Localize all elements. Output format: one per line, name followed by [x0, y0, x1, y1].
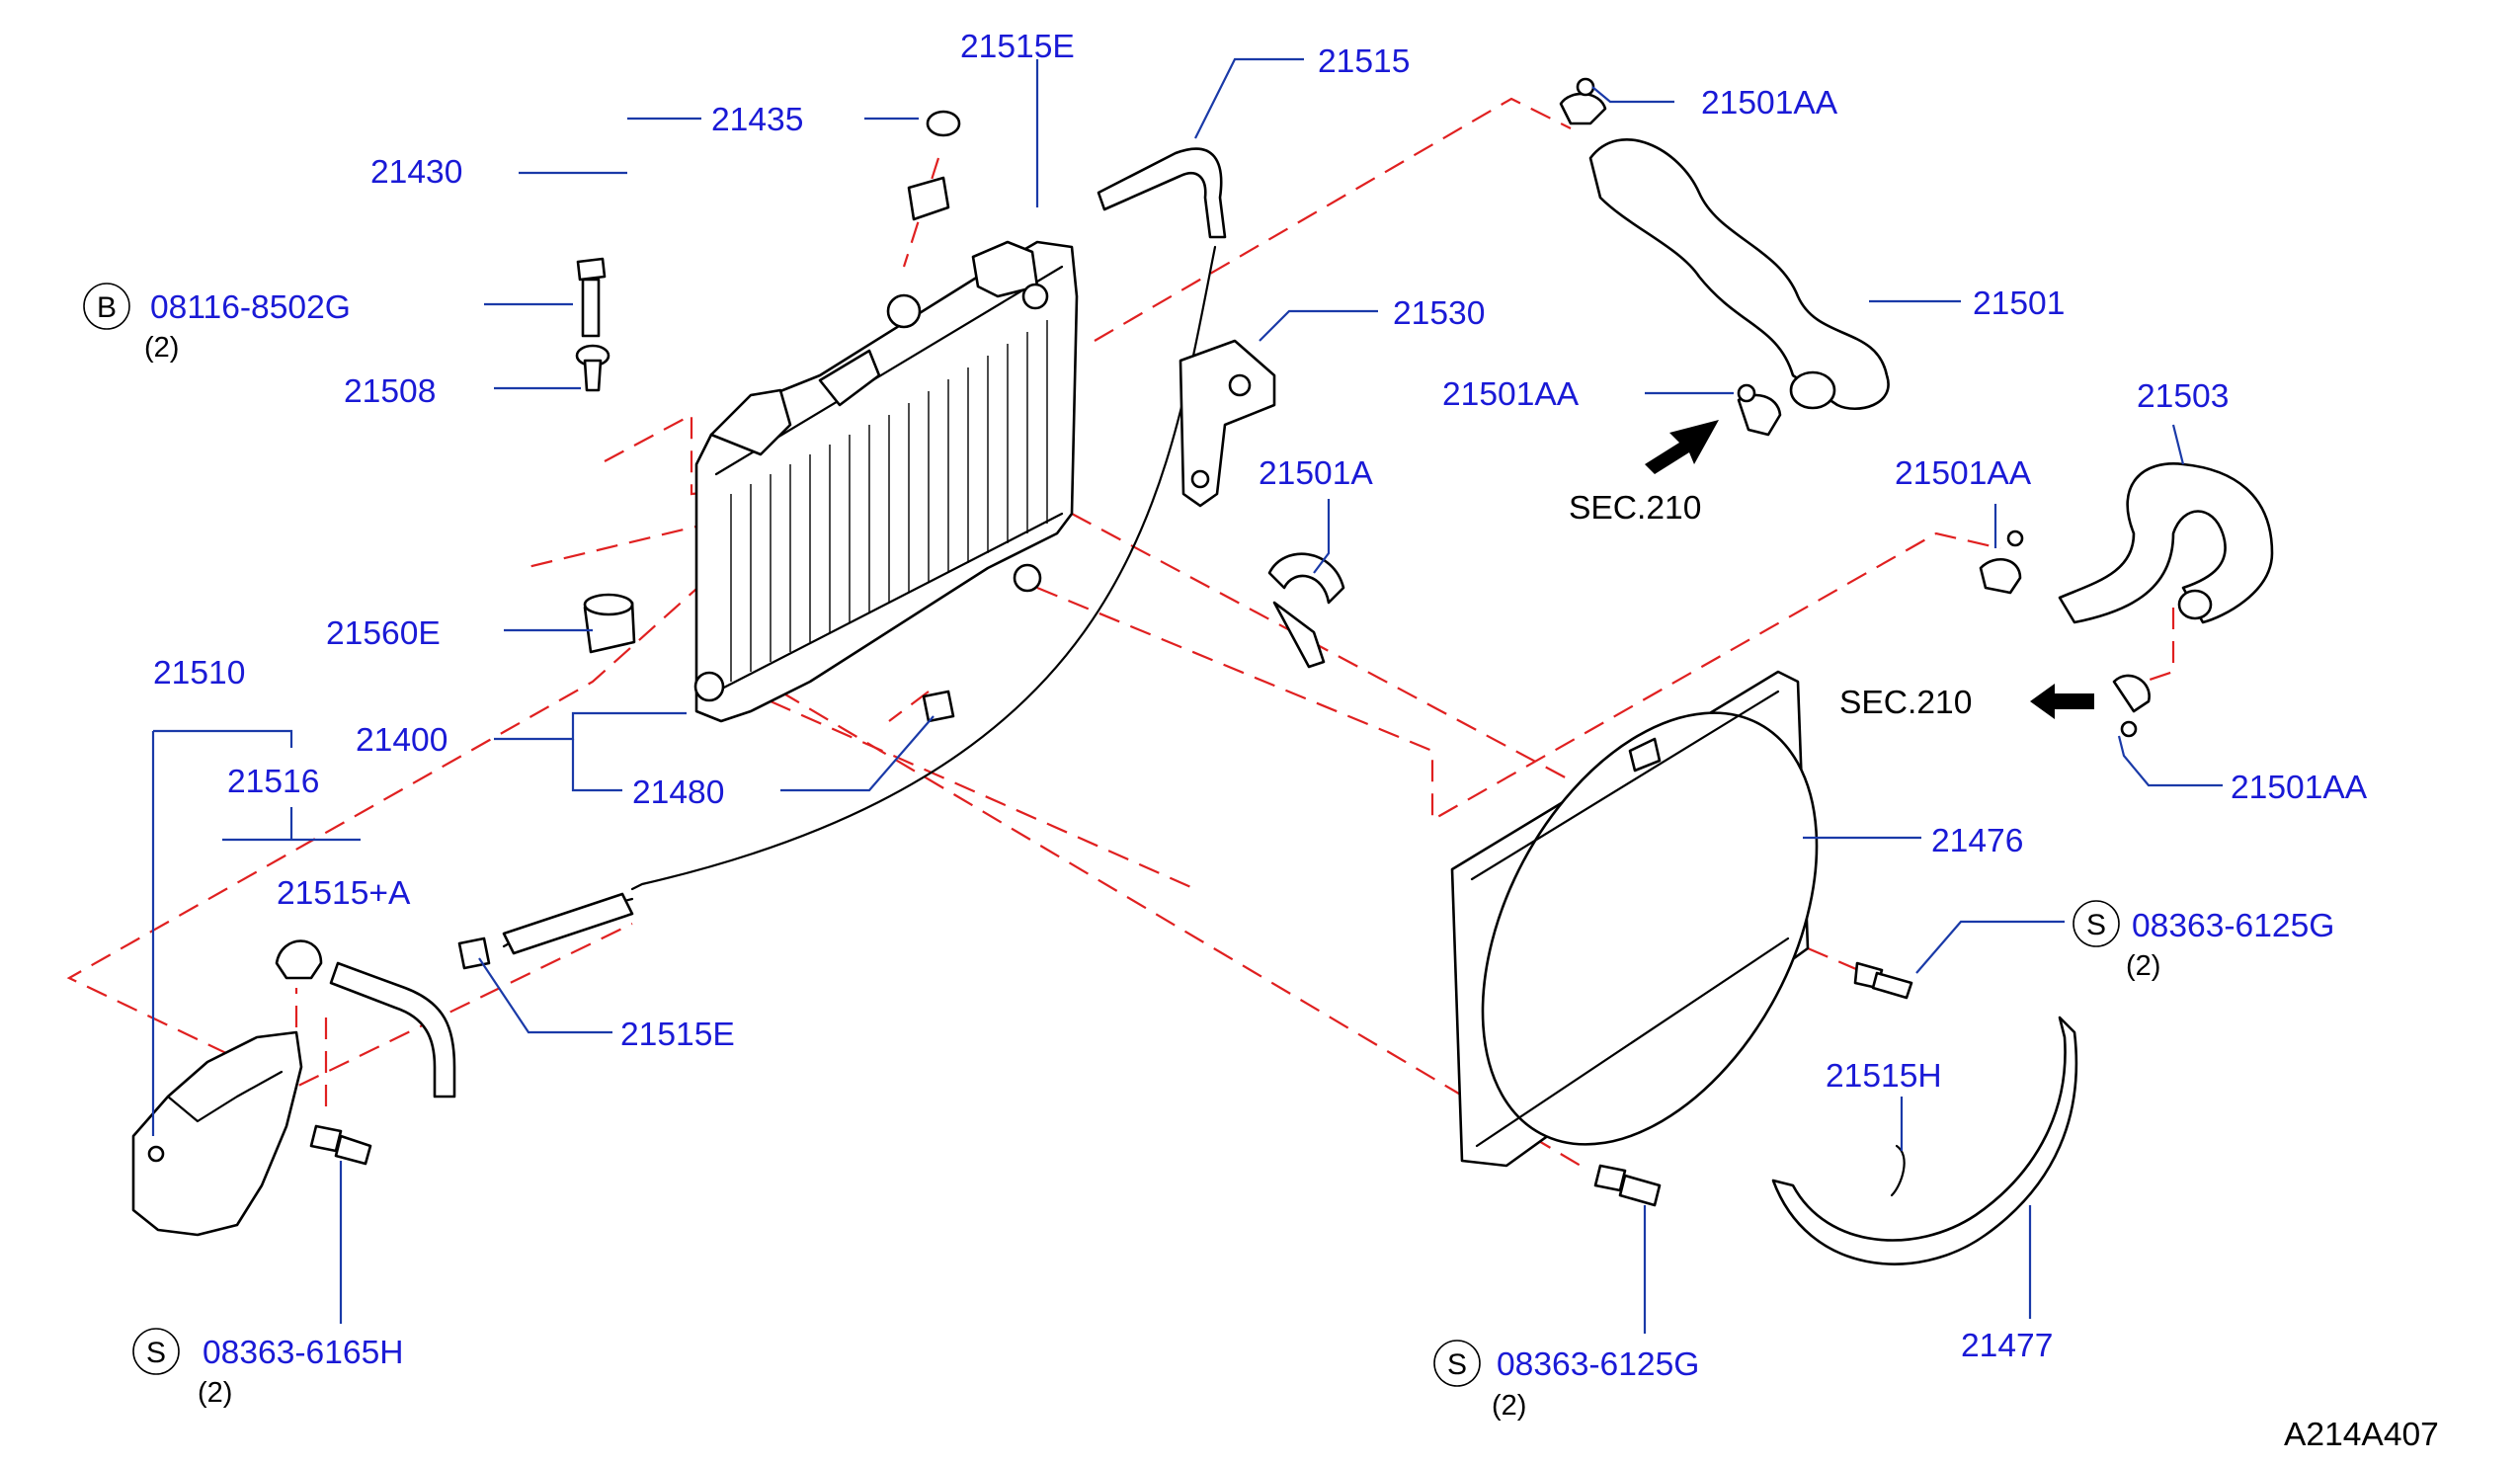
collar-21508: [575, 344, 610, 392]
leader-lines: [151, 57, 2223, 1334]
label-21476: 21476: [1931, 823, 2023, 859]
part-labels: 21515E 21515 21435 21430 21501AA 08116-8…: [144, 29, 2439, 1453]
arrow-to-sec210-lower: [2030, 684, 2094, 719]
label-21480: 21480: [632, 774, 724, 811]
label-21510: 21510: [153, 655, 245, 692]
label-08116-8502G: 08116-8502G: [150, 289, 351, 326]
arrow-to-sec210-upper: [1645, 420, 1719, 474]
screw-08363-6125G-lower: [1593, 1164, 1662, 1207]
clamp-21501AA-low: [2112, 674, 2151, 738]
label-21501: 21501: [1973, 285, 2065, 322]
symbol-circles: B S S S: [83, 283, 2120, 1387]
qty-08363-6125G-bottom: (2): [1492, 1390, 1526, 1422]
label-21560E: 21560E: [326, 615, 441, 652]
radiator-cap-21430: [907, 110, 961, 221]
screw-08363-6125G-right: [1853, 961, 1913, 1000]
screw-symbol-circle-right: [2073, 900, 2120, 947]
bolt-symbol-circle: [83, 283, 130, 330]
label-21530: 21530: [1393, 295, 1485, 332]
label-21430: 21430: [370, 154, 462, 191]
mount-21560E: [583, 593, 636, 654]
screw-symbol-left: S: [146, 1337, 166, 1369]
label-08363-6125G-right: 08363-6125G: [2132, 908, 2334, 944]
screw-symbol-circle-bottom: [1433, 1340, 1481, 1387]
reservoir-tank-21510: [131, 1030, 303, 1237]
bracket-21530: [1179, 339, 1276, 508]
label-21400: 21400: [356, 722, 447, 759]
label-21435: 21435: [711, 102, 803, 138]
lower-hose-21503: [2058, 462, 2274, 624]
shroud-lower-21477: [1771, 1016, 2078, 1265]
screw-08363-6165H: [309, 1124, 372, 1166]
label-08363-6165H: 08363-6165H: [203, 1335, 404, 1371]
label-21515E-top: 21515E: [960, 29, 1075, 65]
label-21501AA-right: 21501AA: [1895, 455, 2032, 492]
label-21503: 21503: [2137, 378, 2229, 415]
qty-08116: (2): [144, 332, 179, 364]
assembly-dashed-lines: [66, 97, 2175, 1167]
radiator-21400: [693, 240, 1079, 723]
label-21515: 21515: [1318, 43, 1410, 80]
qty-08363-6165H: (2): [198, 1377, 232, 1409]
label-21501AA-top: 21501AA: [1701, 85, 1838, 122]
screw-symbol-bottom: S: [1447, 1348, 1467, 1381]
label-21515E-low: 21515E: [620, 1017, 735, 1053]
bolt-08116: [576, 257, 607, 338]
clip-21515E-lower: [457, 937, 491, 970]
label-21501AA-mid: 21501AA: [1442, 376, 1580, 413]
screw-symbol-circle-left: [132, 1328, 180, 1375]
clamp-21501AA-mid: [1737, 383, 1782, 437]
upper-hose-21501: [1588, 138, 1890, 410]
qty-08363-6125G-right: (2): [2126, 950, 2160, 982]
overflow-hose-21515A: [329, 961, 456, 1099]
sec210-upper: SEC.210: [1569, 490, 1701, 527]
label-08363-6125G-bottom: 08363-6125G: [1497, 1346, 1699, 1383]
drain-cock-21480: [922, 690, 955, 723]
clip-21501A: [1267, 552, 1345, 669]
reservoir-cap-21516: [275, 939, 323, 980]
screw-symbol-right: S: [2086, 909, 2106, 941]
label-21516: 21516: [227, 764, 319, 800]
label-21508: 21508: [344, 373, 436, 410]
sec210-lower: SEC.210: [1839, 685, 1972, 721]
clamp-21501AA-top: [1559, 77, 1607, 125]
shroud-21476: [1450, 670, 1819, 1168]
diagram-id: A214A407: [2284, 1417, 2439, 1453]
label-21515A: 21515+A: [277, 875, 411, 912]
bolt-symbol: B: [97, 291, 117, 324]
radiator-fins: [730, 320, 1048, 682]
label-21501A: 21501A: [1259, 455, 1373, 492]
label-21477: 21477: [1961, 1328, 2053, 1364]
clamp-21501AA-right: [1979, 529, 2024, 595]
label-21501AA-low: 21501AA: [2231, 770, 2368, 806]
label-21515H: 21515H: [1826, 1058, 1942, 1095]
